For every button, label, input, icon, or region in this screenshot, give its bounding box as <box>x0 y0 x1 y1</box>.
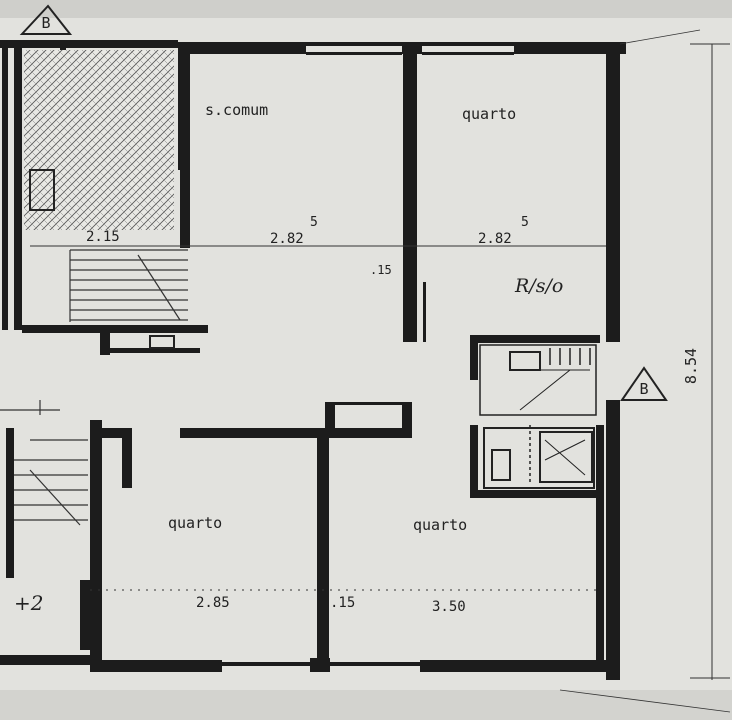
room-dimension-quarto-upper: 2.82 <box>478 231 512 247</box>
wall-thickness-upper: .15 <box>370 263 392 277</box>
room-dimension-superscript-quarto-upper: 5 <box>521 215 529 230</box>
margin-note: +2 <box>14 591 43 615</box>
stair-lower-left <box>0 400 88 526</box>
room-dimension-superscript-scomum: 5 <box>310 215 318 230</box>
walls <box>0 40 626 680</box>
handwritten-label: R/s/o <box>514 275 563 297</box>
room-dimension-quarto-lower-left: 2.85 <box>196 595 230 611</box>
wall-thickness-lower: .15 <box>330 595 355 611</box>
room-name-scomum: s.comum <box>205 101 268 119</box>
room-dimension-quarto-lower-right: 3.50 <box>432 599 466 615</box>
service-block <box>479 344 597 489</box>
room-name-quarto-lower-left: quarto <box>168 514 222 532</box>
stair-dimension: 2.15 <box>86 229 120 245</box>
stair-upper-left <box>24 50 188 349</box>
room-dimension-scomum: 2.82 <box>270 231 304 247</box>
section-marker-top: B <box>19 4 73 35</box>
room-name-quarto-lower-right: quarto <box>413 516 467 534</box>
svg-text:B: B <box>639 380 648 398</box>
svg-text:B: B <box>41 14 50 32</box>
room-name-quarto-upper: quarto <box>462 105 516 123</box>
overall-dimension: 8.54 <box>682 348 700 384</box>
section-marker-right: B <box>620 366 668 401</box>
dimension-lines <box>30 29 731 713</box>
